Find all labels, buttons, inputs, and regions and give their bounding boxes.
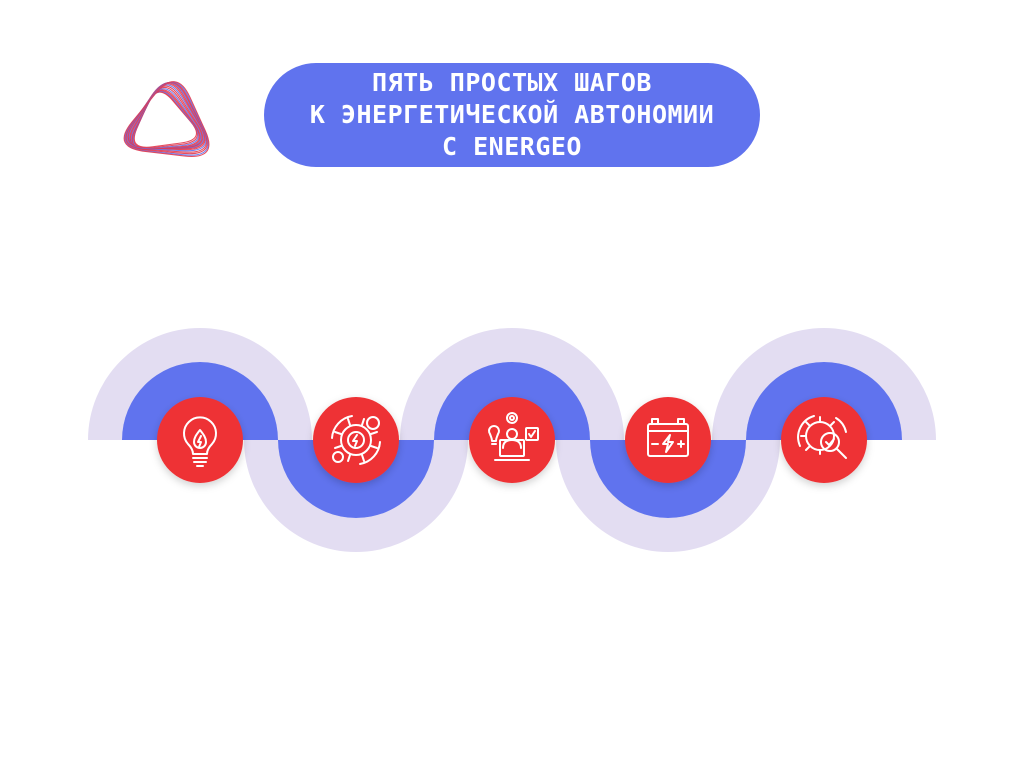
wave-inner-arc-2 bbox=[278, 440, 434, 518]
wave-outer-arc-5 bbox=[712, 328, 936, 440]
logo-ring bbox=[127, 83, 205, 150]
logo-ring bbox=[132, 90, 199, 150]
wave-outer-arc-1 bbox=[88, 328, 312, 440]
wave-outer-arc-3 bbox=[400, 328, 624, 440]
logo-ring bbox=[133, 91, 198, 149]
logo-ring bbox=[131, 90, 200, 150]
wave-outer-band bbox=[88, 328, 936, 552]
wave-inner-arc-4 bbox=[590, 440, 746, 518]
wave-inner-band bbox=[122, 362, 902, 518]
logo-ring bbox=[128, 84, 205, 149]
logo-ring bbox=[131, 89, 201, 150]
title-banner: ПЯТЬ ПРОСТЫХ ШАГОВ К ЭНЕРГЕТИЧЕСКОЙ АВТО… bbox=[264, 63, 760, 167]
logo-ring bbox=[127, 82, 206, 151]
battery-bolt-icon bbox=[647, 418, 689, 457]
engineer-laptop-icon bbox=[488, 412, 539, 461]
wave-inner-arc-3 bbox=[434, 362, 590, 440]
title-line-1: ПЯТЬ ПРОСТЫХ ШАГОВ bbox=[372, 68, 652, 97]
wave-inner-arc-1 bbox=[122, 362, 278, 440]
wave-inner-arc-5 bbox=[746, 362, 902, 440]
gear-search-check-icon bbox=[797, 415, 847, 459]
lightbulb-energy-icon bbox=[183, 416, 217, 467]
gears-energy-icon bbox=[331, 415, 381, 465]
logo-ring bbox=[124, 81, 209, 156]
logo-ring bbox=[124, 81, 208, 155]
logo-ring bbox=[126, 82, 207, 152]
step-5-circle bbox=[781, 397, 867, 483]
wave-outer-arc-2 bbox=[244, 440, 468, 552]
logo-ring bbox=[130, 88, 202, 150]
title-line-3: С ENERGEO bbox=[442, 132, 582, 161]
logo-ring bbox=[123, 81, 210, 157]
title-line-2: К ЭНЕРГЕТИЧЕСКОЙ АВТОНОМИИ bbox=[309, 100, 715, 129]
logo-ring bbox=[125, 81, 208, 153]
wave-outer-arc-4 bbox=[556, 440, 780, 552]
logo-ring bbox=[129, 85, 204, 150]
logo-rings bbox=[123, 81, 210, 157]
energeo-logo bbox=[123, 81, 210, 157]
